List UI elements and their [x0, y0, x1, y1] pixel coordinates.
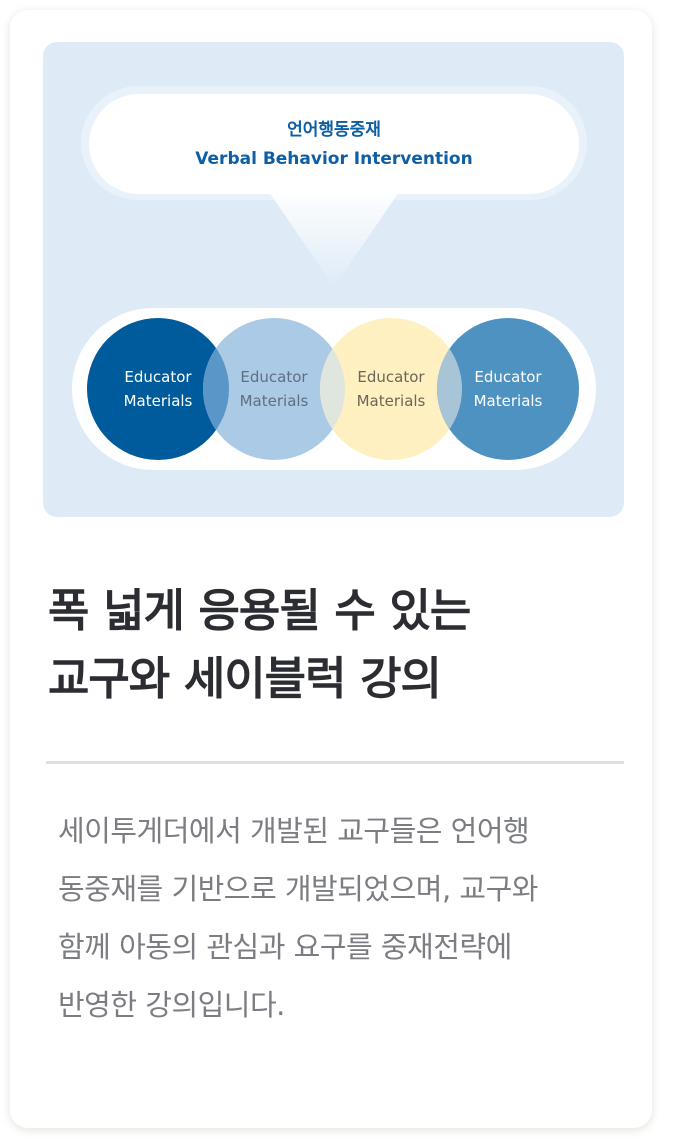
venn-circle-4-label-1: Educator	[474, 368, 542, 386]
venn-circle-1-label-1: Educator	[124, 368, 192, 386]
venn-circle-3-label-2: Materials	[357, 392, 426, 410]
divider	[46, 761, 624, 764]
bubble-pointer	[269, 192, 399, 287]
venn-circle-2	[203, 318, 345, 460]
venn-circle-3-label-1: Educator	[357, 368, 425, 386]
headline-line-1: 폭 넓게 응용될 수 있는	[48, 584, 471, 637]
body-line-1: 세이투게더에서 개발된 교구들은 언어행	[58, 814, 530, 848]
venn-circle-4	[437, 318, 579, 460]
bubble-title-en: Verbal Behavior Intervention	[195, 149, 472, 169]
bubble-title-ko: 언어행동중재	[287, 120, 381, 140]
body-line-3: 함께 아동의 관심과 요구를 중재전략에	[58, 930, 512, 964]
speech-bubble	[89, 94, 579, 194]
body-line-4: 반영한 강의입니다.	[58, 988, 285, 1022]
content-card: 언어행동중재 Verbal Behavior Intervention Educ…	[10, 10, 652, 1128]
venn-circle-4-label-2: Materials	[474, 392, 543, 410]
venn-circle-2-label-2: Materials	[240, 392, 309, 410]
venn-circle-3	[320, 318, 462, 460]
headline: 폭 넓게 응용될 수 있는 교구와 세이블럭 강의	[48, 577, 628, 713]
diagram-svg: 언어행동중재 Verbal Behavior Intervention Educ…	[72, 86, 596, 470]
body-line-2: 동중재를 기반으로 개발되었으며, 교구와	[58, 872, 538, 906]
vbi-diagram: 언어행동중재 Verbal Behavior Intervention Educ…	[43, 42, 624, 517]
venn-circle-1	[87, 318, 229, 460]
venn-circle-2-label-1: Educator	[240, 368, 308, 386]
body-text: 세이투게더에서 개발된 교구들은 언어행 동중재를 기반으로 개발되었으며, 교…	[58, 802, 624, 1034]
venn-circle-1-label-2: Materials	[124, 392, 193, 410]
headline-line-2: 교구와 세이블럭 강의	[48, 652, 442, 705]
